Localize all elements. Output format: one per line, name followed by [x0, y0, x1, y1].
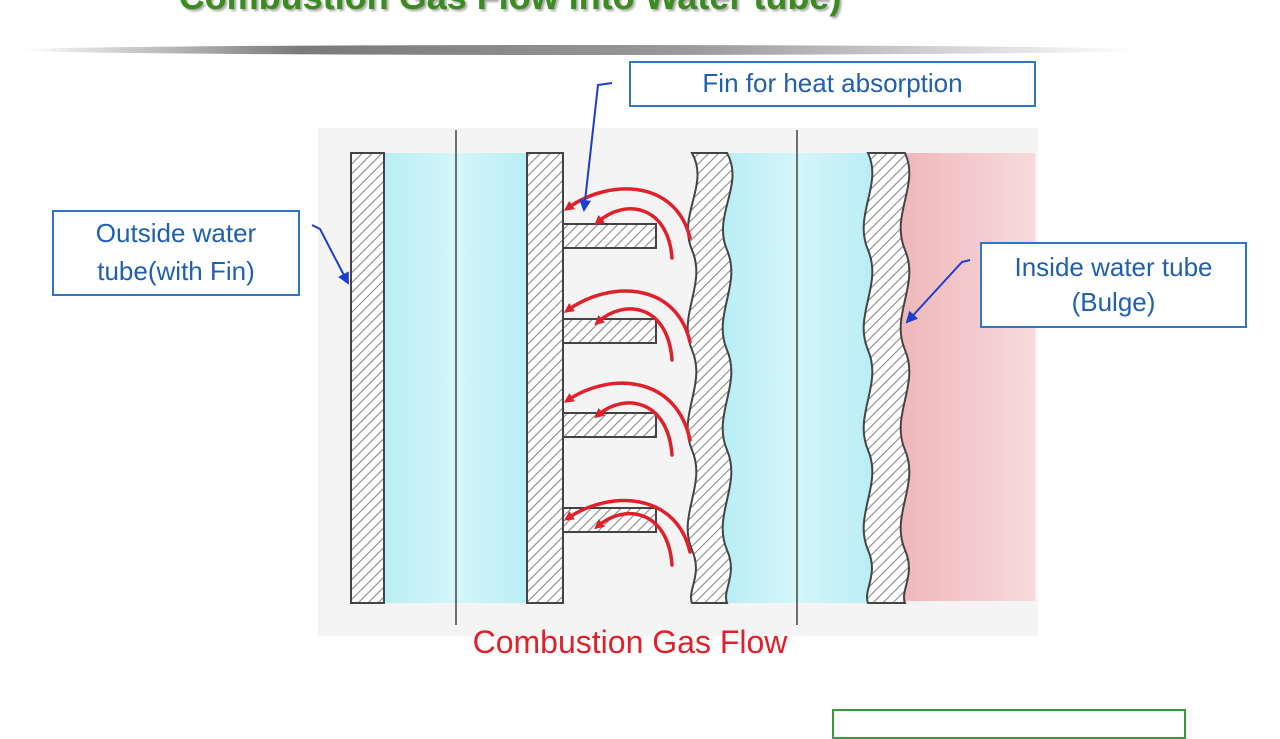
- gas-flow-arrow: [563, 289, 692, 344]
- gas-flow-caption: Combustion Gas Flow: [472, 624, 788, 660]
- outside-tube-pointer-arrow: [311, 224, 349, 285]
- fin: [562, 412, 657, 438]
- gas-flow-arrow: [563, 187, 692, 240]
- inside-tube-right-wall: [862, 152, 911, 604]
- inside-tube-label-box: Inside water tube (Bulge): [980, 242, 1247, 328]
- outside-tube-right-wall: [526, 152, 564, 604]
- outside-water-tube: [350, 130, 564, 625]
- outside-tube-label-line1: Outside water: [95, 218, 257, 249]
- gas-flow-arrow: [563, 381, 692, 442]
- inside-tube-label-line2: (Bulge): [1071, 287, 1156, 317]
- fin-label: Fin for heat absorption: [702, 68, 963, 99]
- water-tube-diagram: [311, 82, 1038, 636]
- outside-tube-label-box: Outside water tube(with Fin): [52, 210, 300, 296]
- outside-tube-label-line2: tube(with Fin): [97, 256, 255, 286]
- gas-flow-arrow: [563, 498, 692, 554]
- gas-flow-arrow: [594, 207, 674, 260]
- inside-tube-left-wall: [686, 152, 734, 604]
- inside-tube-pointer-arrow: [905, 259, 971, 324]
- outside-tube-left-wall: [350, 152, 385, 604]
- inside-tube-label-line1: Inside water tube: [1014, 251, 1213, 282]
- fin-pointer-arrow: [579, 82, 613, 212]
- gas-flow-arrow: [594, 511, 674, 567]
- gas-flow-arrows: [563, 187, 692, 567]
- label-pointers: [311, 82, 971, 324]
- fins: [562, 223, 657, 533]
- corner-box: [832, 709, 1186, 739]
- gas-flow-arrow: [594, 307, 674, 362]
- slide-title: Combustion Gas Flow into Water tube): [0, 0, 1020, 18]
- title-divider: [20, 45, 1140, 55]
- fin: [562, 223, 657, 249]
- inside-water-tube: [686, 130, 911, 625]
- gas-flow-arrow: [594, 401, 674, 457]
- fin: [562, 318, 657, 344]
- fin-label-box: Fin for heat absorption: [629, 61, 1036, 107]
